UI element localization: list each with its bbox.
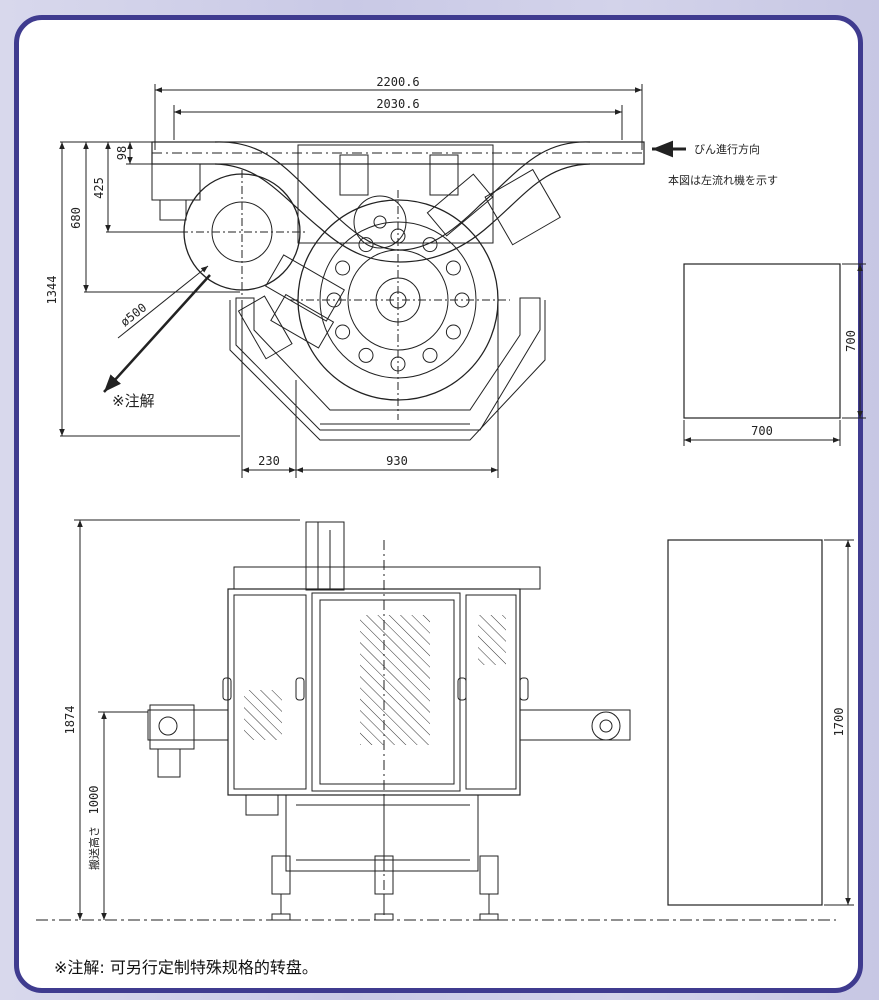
dim-1344: 1344 — [45, 276, 59, 305]
turntable-pocket — [445, 260, 461, 276]
top-view-labels: 2200.6 2030.6 98 425 680 1344 ø500 230 9… — [45, 75, 778, 468]
dim-930: 930 — [386, 454, 408, 468]
turntable-pocket — [335, 260, 351, 276]
footprint-top-width: 700 — [751, 424, 773, 438]
turntable-pocket — [390, 228, 406, 244]
dim-total-height: 1874 — [63, 706, 77, 735]
dim-conveyor-height: 1000 — [87, 786, 101, 815]
conveyor-height-label: 搬送高さ — [87, 826, 101, 870]
left-flow-note: 本図は左流れ機を示す — [668, 173, 778, 187]
side-view — [36, 519, 836, 921]
annotation-mark: ※注解 — [112, 392, 155, 410]
footprint-side — [667, 539, 854, 906]
turntable-pocket — [422, 347, 438, 363]
flow-direction-label: びん進行方向 — [694, 142, 760, 156]
footprint-top — [683, 263, 866, 446]
dim-680: 680 — [69, 207, 83, 229]
dim-425: 425 — [92, 177, 106, 199]
footprint-top-height: 700 — [844, 330, 858, 352]
dim-overall-width: 2200.6 — [376, 75, 419, 89]
dim-inner-width: 2030.6 — [376, 97, 419, 111]
footnote: ※注解: 可另行定制特殊规格的转盘。 — [54, 958, 318, 977]
turntable-pocket — [390, 356, 406, 372]
turntable-pocket — [358, 347, 374, 363]
footprint-side-height: 1700 — [832, 708, 846, 737]
turntable-pocket — [358, 237, 374, 253]
turntable-pocket — [454, 292, 470, 308]
turntable-pocket — [335, 324, 351, 340]
dim-98: 98 — [115, 146, 129, 160]
drawing-frame — [14, 15, 863, 993]
dim-230: 230 — [258, 454, 280, 468]
turntable-pocket — [422, 237, 438, 253]
turntable-pocket — [445, 324, 461, 340]
top-view — [59, 84, 686, 478]
